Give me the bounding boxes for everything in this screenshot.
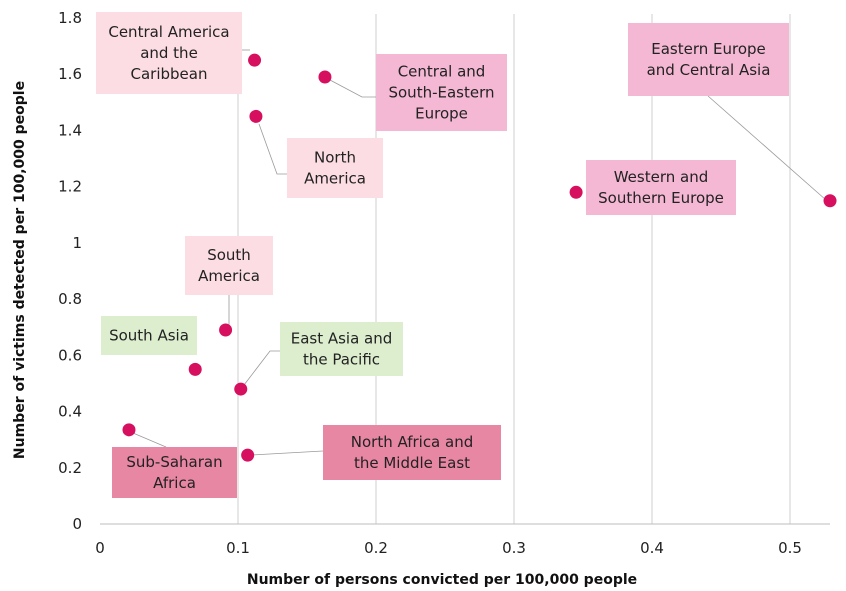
leader-line	[251, 450, 324, 456]
label-text: Caribbean	[131, 65, 208, 83]
label-text: North	[314, 149, 356, 167]
label-text: East Asia and	[291, 330, 393, 348]
data-point	[219, 323, 233, 337]
point-label: North Africa and the Middle East	[323, 425, 501, 480]
label-box	[280, 322, 403, 376]
y-axis-ticks: 0 0.2 0.4 0.6 0.8 1 1.2 1.4 1.6 1.8	[58, 9, 82, 533]
x-tick-label: 0.1	[226, 539, 250, 557]
label-text: North Africa and	[351, 433, 474, 451]
label-text: South Asia	[109, 327, 189, 345]
label-text: South-Eastern	[388, 84, 494, 102]
label-text: and Central Asia	[647, 61, 771, 79]
label-text: Sub-Saharan	[126, 453, 222, 471]
label-box	[96, 12, 242, 94]
y-tick-label: 1.6	[58, 65, 82, 83]
label-text: Western and	[614, 168, 709, 186]
y-tick-label: 1.8	[58, 9, 82, 27]
y-tick-label: 0	[72, 515, 82, 533]
data-points	[122, 53, 837, 462]
label-box	[101, 316, 197, 355]
point-label: East Asia and the Pacific	[280, 322, 403, 376]
data-point	[248, 53, 262, 67]
label-text: America	[198, 267, 260, 285]
label-text: Eastern Europe	[651, 40, 766, 58]
label-box	[323, 425, 501, 480]
label-text: South	[207, 246, 251, 264]
x-tick-label: 0.3	[502, 539, 526, 557]
label-box	[628, 23, 789, 96]
point-label: South Asia	[101, 316, 197, 355]
data-point	[569, 185, 583, 199]
label-text: America	[304, 170, 366, 188]
x-tick-label: 0.5	[778, 539, 802, 557]
x-axis-ticks: 0 0.1 0.2 0.3 0.4 0.5	[95, 539, 802, 557]
label-text: Africa	[153, 474, 196, 492]
x-tick-label: 0.4	[640, 539, 664, 557]
data-point	[318, 70, 332, 84]
x-tick-label: 0	[95, 539, 105, 557]
data-point	[122, 423, 136, 437]
label-box	[287, 138, 383, 198]
data-point	[823, 194, 837, 208]
label-text: Southern Europe	[598, 189, 724, 207]
label-text: Central and	[398, 63, 486, 81]
data-point	[188, 362, 202, 376]
label-text: the Pacific	[303, 351, 380, 369]
label-box	[376, 54, 507, 131]
y-tick-label: 1.4	[58, 121, 82, 139]
x-tick-label: 0.2	[364, 539, 388, 557]
data-point	[241, 448, 255, 462]
leader-line	[258, 123, 287, 175]
y-tick-label: 1.2	[58, 178, 82, 196]
y-tick-label: 0.8	[58, 290, 82, 308]
x-axis-title: Number of persons convicted per 100,000 …	[247, 572, 637, 588]
leader-line	[707, 95, 827, 201]
label-text: Central America	[108, 23, 229, 41]
label-box	[112, 447, 237, 498]
y-tick-label: 0.6	[58, 346, 82, 364]
y-tick-label: 0.4	[58, 403, 82, 421]
point-label: Eastern Europe and Central Asia	[628, 23, 789, 96]
data-point	[234, 382, 248, 396]
label-text: and the	[140, 44, 198, 62]
leader-line	[243, 350, 280, 386]
label-box	[586, 160, 736, 215]
y-tick-label: 0.2	[58, 459, 82, 477]
label-box	[185, 236, 273, 295]
y-tick-label: 1	[72, 234, 82, 252]
data-point	[249, 109, 263, 123]
label-text: Europe	[415, 105, 468, 123]
label-text: the Middle East	[354, 454, 470, 472]
leader-line	[329, 79, 376, 98]
leader-lines	[132, 49, 827, 456]
y-axis-title: Number of victims detected per 100,000 p…	[12, 81, 28, 459]
leader-line	[132, 432, 167, 448]
